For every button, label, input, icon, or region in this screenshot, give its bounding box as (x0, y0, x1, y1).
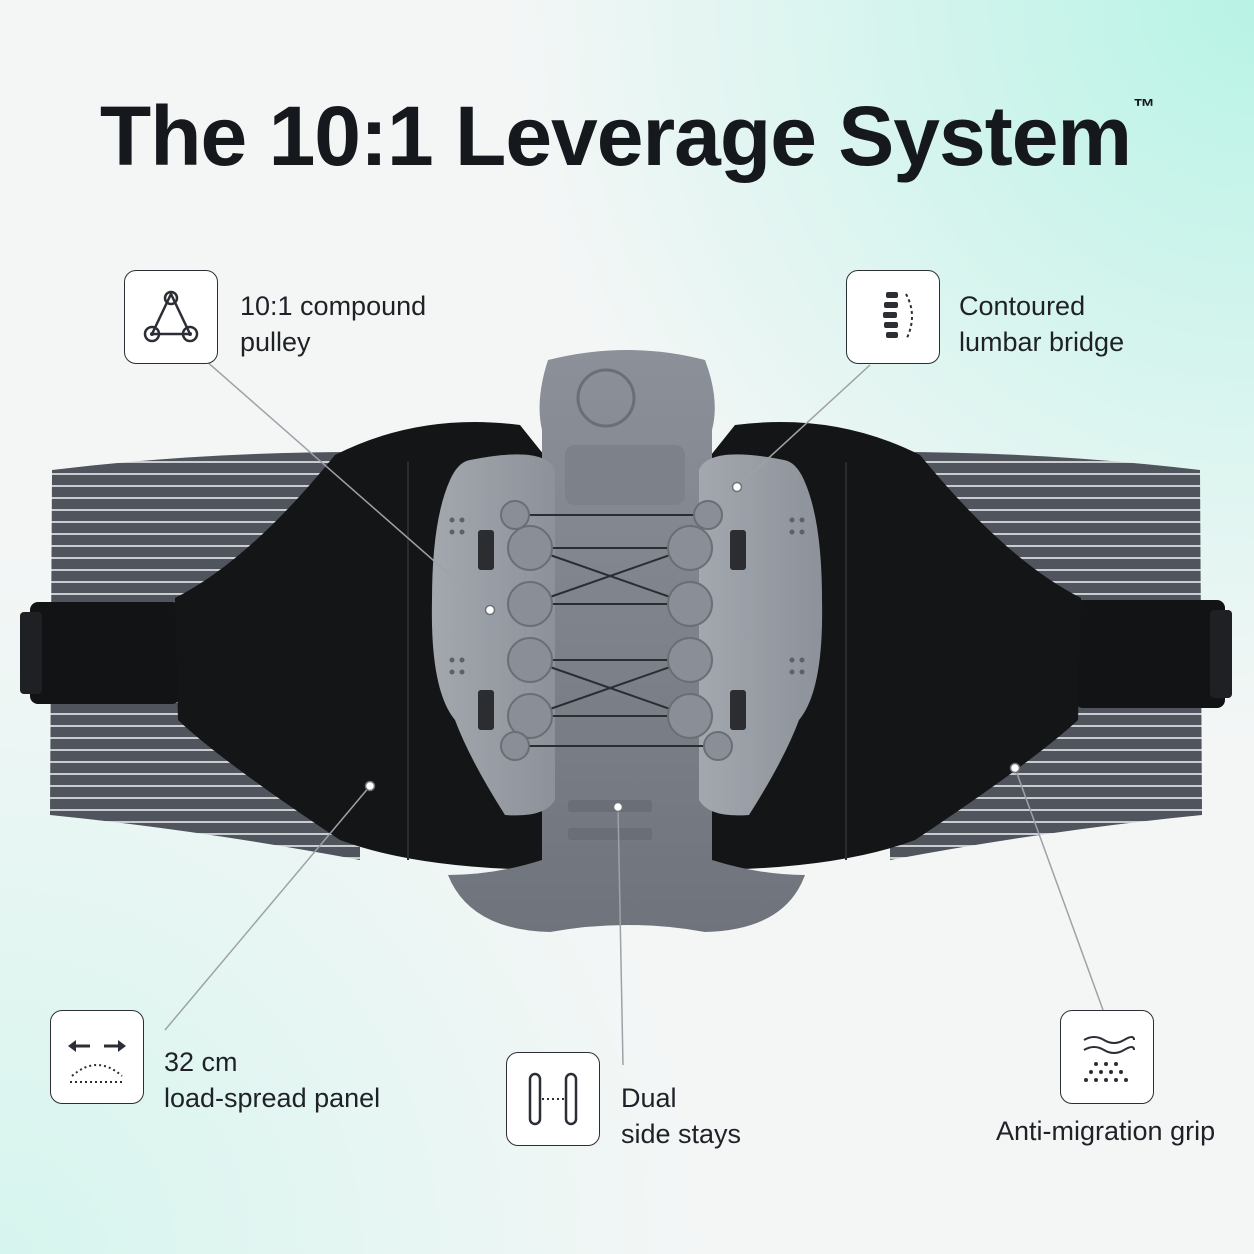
spread-arrows-icon (68, 1040, 126, 1083)
spine-icon-box (846, 270, 940, 364)
strap-left (20, 602, 180, 704)
spine-icon (883, 292, 913, 341)
lumbar-pad-right (699, 454, 823, 816)
panel-label: 32 cm load-spread panel (164, 1047, 381, 1113)
grip-icon-box (1060, 1010, 1154, 1104)
stays-label: Dual side stays (621, 1083, 742, 1149)
pulley-icon-box (124, 270, 218, 364)
vent-holes (449, 517, 805, 675)
callout-leaders (164, 359, 1104, 1066)
title-text: The 10:1 Leverage System (99, 89, 1132, 183)
trademark-symbol: ™ (1133, 94, 1155, 119)
callout-dots (364, 481, 1021, 813)
stay-clips (478, 530, 746, 730)
page-title: The 10:1 Leverage System™ (0, 88, 1254, 185)
spread-icon-box (50, 1010, 144, 1104)
lumbar-plate (448, 350, 805, 932)
strap-right (1075, 600, 1232, 708)
grip-texture-icon (1083, 1036, 1135, 1082)
lumbar-label: Contoured lumbar bridge (959, 291, 1125, 357)
pulley-label: 10:1 compound pulley (240, 291, 427, 357)
pulley-icon (143, 290, 199, 343)
stays-icon (528, 1072, 578, 1126)
pulley-cords (515, 514, 718, 747)
stays-icon-box (506, 1052, 600, 1146)
pulley-wheels (500, 500, 733, 761)
grip-label: Anti-migration grip (996, 1116, 1216, 1146)
